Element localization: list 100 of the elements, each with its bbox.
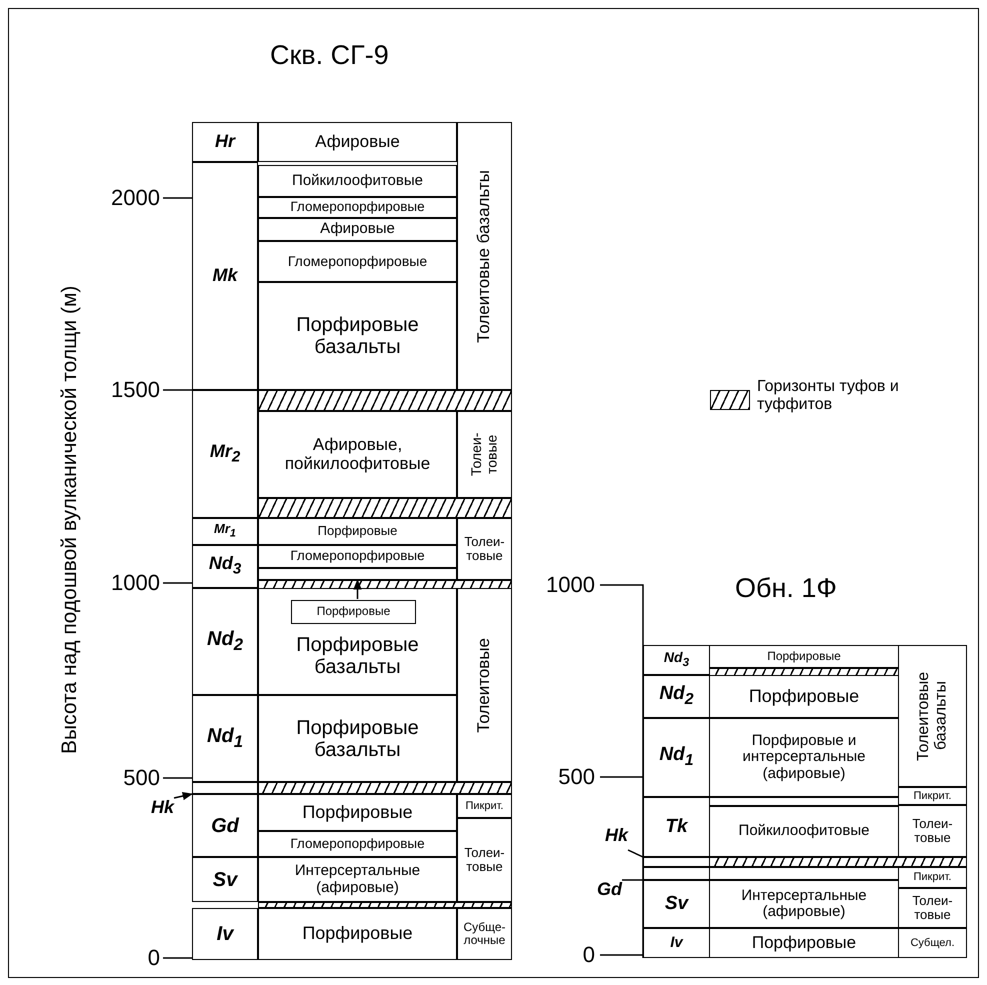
layer-cell	[643, 928, 710, 958]
layer-cell	[258, 857, 457, 902]
rock-type-label: Гломеропорфировые	[290, 836, 425, 852]
formation-label: Iv	[670, 934, 683, 952]
axis-tick-label: 500	[122, 765, 160, 791]
formation-label: Hk	[150, 798, 174, 818]
formation-label: Mr$_{1}$	[214, 522, 236, 541]
leader-line	[628, 849, 644, 858]
rock-type-label: Порфировые базальты	[295, 716, 420, 760]
formation-label: Iv	[216, 923, 234, 945]
thin-layer-cell	[258, 568, 457, 580]
rock-type-label: Гломеропорфировые	[290, 200, 425, 215]
layer-cell	[643, 797, 710, 857]
layer-cell	[709, 928, 899, 958]
layer-cell	[258, 218, 457, 241]
layer-cell	[457, 411, 512, 498]
layer-cell	[258, 165, 457, 197]
layer-cell	[192, 857, 258, 902]
axis-tick-label: 2000	[110, 185, 160, 211]
composition-label: Пикрит.	[465, 800, 504, 812]
layer-cell	[898, 867, 967, 888]
composition-label: Толеитовые	[475, 638, 494, 732]
layer-cell	[643, 880, 710, 928]
layer-cell	[258, 411, 457, 498]
layer-cell	[258, 282, 457, 390]
axis-title: Высота над подошвой вулканической толщи (м)	[58, 284, 82, 756]
note-box: Порфировые	[291, 600, 416, 624]
rock-type-label: Афировые	[320, 221, 395, 238]
layer-cell	[258, 518, 457, 545]
formation-label: Sv	[212, 868, 238, 890]
column-title: Скв. СГ-9	[270, 40, 389, 71]
tuff-layer-band	[258, 902, 512, 908]
layer-cell	[709, 806, 899, 857]
layer-cell	[258, 695, 457, 782]
rock-type-label: Порфировые	[752, 934, 856, 952]
composition-label: Толеитовые базальты	[914, 670, 950, 763]
layer-cell	[192, 390, 258, 518]
composition-label: Толеитовые базальты	[475, 170, 494, 342]
thin-layer-cell	[643, 867, 710, 880]
layer-cell	[457, 908, 512, 960]
rock-type-label: Порфировые	[767, 650, 841, 664]
layer-cell	[192, 122, 258, 162]
rock-type-label: Интерсертальные (афировые)	[294, 863, 422, 896]
rock-type-label: Порфировые базальты	[295, 314, 420, 358]
layer-cell	[258, 545, 457, 568]
formation-label: Sv	[664, 894, 688, 914]
column-title: Обн. 1Ф	[735, 573, 837, 604]
layer-cell	[258, 831, 457, 857]
rock-type-label: Афировые	[315, 132, 400, 152]
rock-type-label: Пойкилоофитовые	[292, 172, 423, 190]
layer-cell	[643, 718, 710, 797]
formation-label: Tk	[665, 816, 688, 838]
rock-type-label: Гломеропорфировые	[290, 549, 425, 564]
formation-label: Nd$_{3}$	[208, 554, 242, 579]
composition-label: Толеи- товые	[911, 816, 954, 846]
composition-label: Пикрит.	[913, 871, 952, 884]
tuff-layer-band	[709, 857, 967, 867]
layer-cell	[898, 645, 967, 787]
leader-line	[353, 578, 362, 599]
rock-type-label: Порфировые	[748, 686, 860, 706]
formation-label: Gd	[211, 814, 239, 836]
rock-type-label: Порфировые базальты	[295, 634, 420, 678]
formation-label: Nd$_{1}$	[659, 745, 694, 770]
composition-label: Толеи- товые	[463, 534, 506, 564]
axis-tick-label: 0	[582, 942, 595, 968]
layer-cell	[258, 241, 457, 282]
rock-type-label: Порфировые	[302, 924, 413, 944]
formation-label: Nd$_{3}$	[664, 650, 690, 670]
layer-cell	[457, 122, 512, 390]
formation-label: Gd	[596, 880, 622, 900]
tuff-layer-band	[258, 580, 512, 589]
layer-cell	[258, 794, 457, 831]
axis-tick-label: 500	[557, 764, 595, 790]
formation-label: Mk	[212, 266, 238, 286]
layer-cell	[258, 197, 457, 218]
layer-cell	[457, 794, 512, 818]
layer-cell	[898, 805, 967, 857]
layer-cell	[192, 695, 258, 782]
layer-cell	[192, 794, 258, 857]
composition-label: Субще- лочные	[462, 920, 507, 948]
layer-cell	[898, 928, 967, 958]
axis-tick-label: 0	[146, 945, 160, 971]
layer-cell	[457, 818, 512, 902]
layer-cell	[258, 122, 457, 162]
rock-type-label: Пойкилоофитовые	[738, 823, 870, 840]
composition-label: Пикрит.	[913, 790, 952, 802]
legend-label: Горизонты туфов и туффитов	[757, 378, 900, 415]
tuff-layer-band	[258, 782, 512, 794]
rock-type-label: Порфировые и интерсертальные (афировые)	[742, 732, 866, 782]
layer-cell	[709, 645, 899, 668]
tuff-layer-band	[258, 390, 512, 411]
layer-cell	[898, 787, 967, 805]
layer-cell	[898, 888, 967, 928]
formation-label: Nd$_{1}$	[207, 725, 243, 752]
layer-cell	[258, 908, 457, 960]
rock-type-label: Порфировые	[302, 802, 413, 822]
composition-label: Субщел.	[910, 936, 955, 950]
tuff-layer-band	[258, 498, 512, 518]
leader-line	[174, 792, 194, 800]
layer-cell	[192, 518, 258, 545]
